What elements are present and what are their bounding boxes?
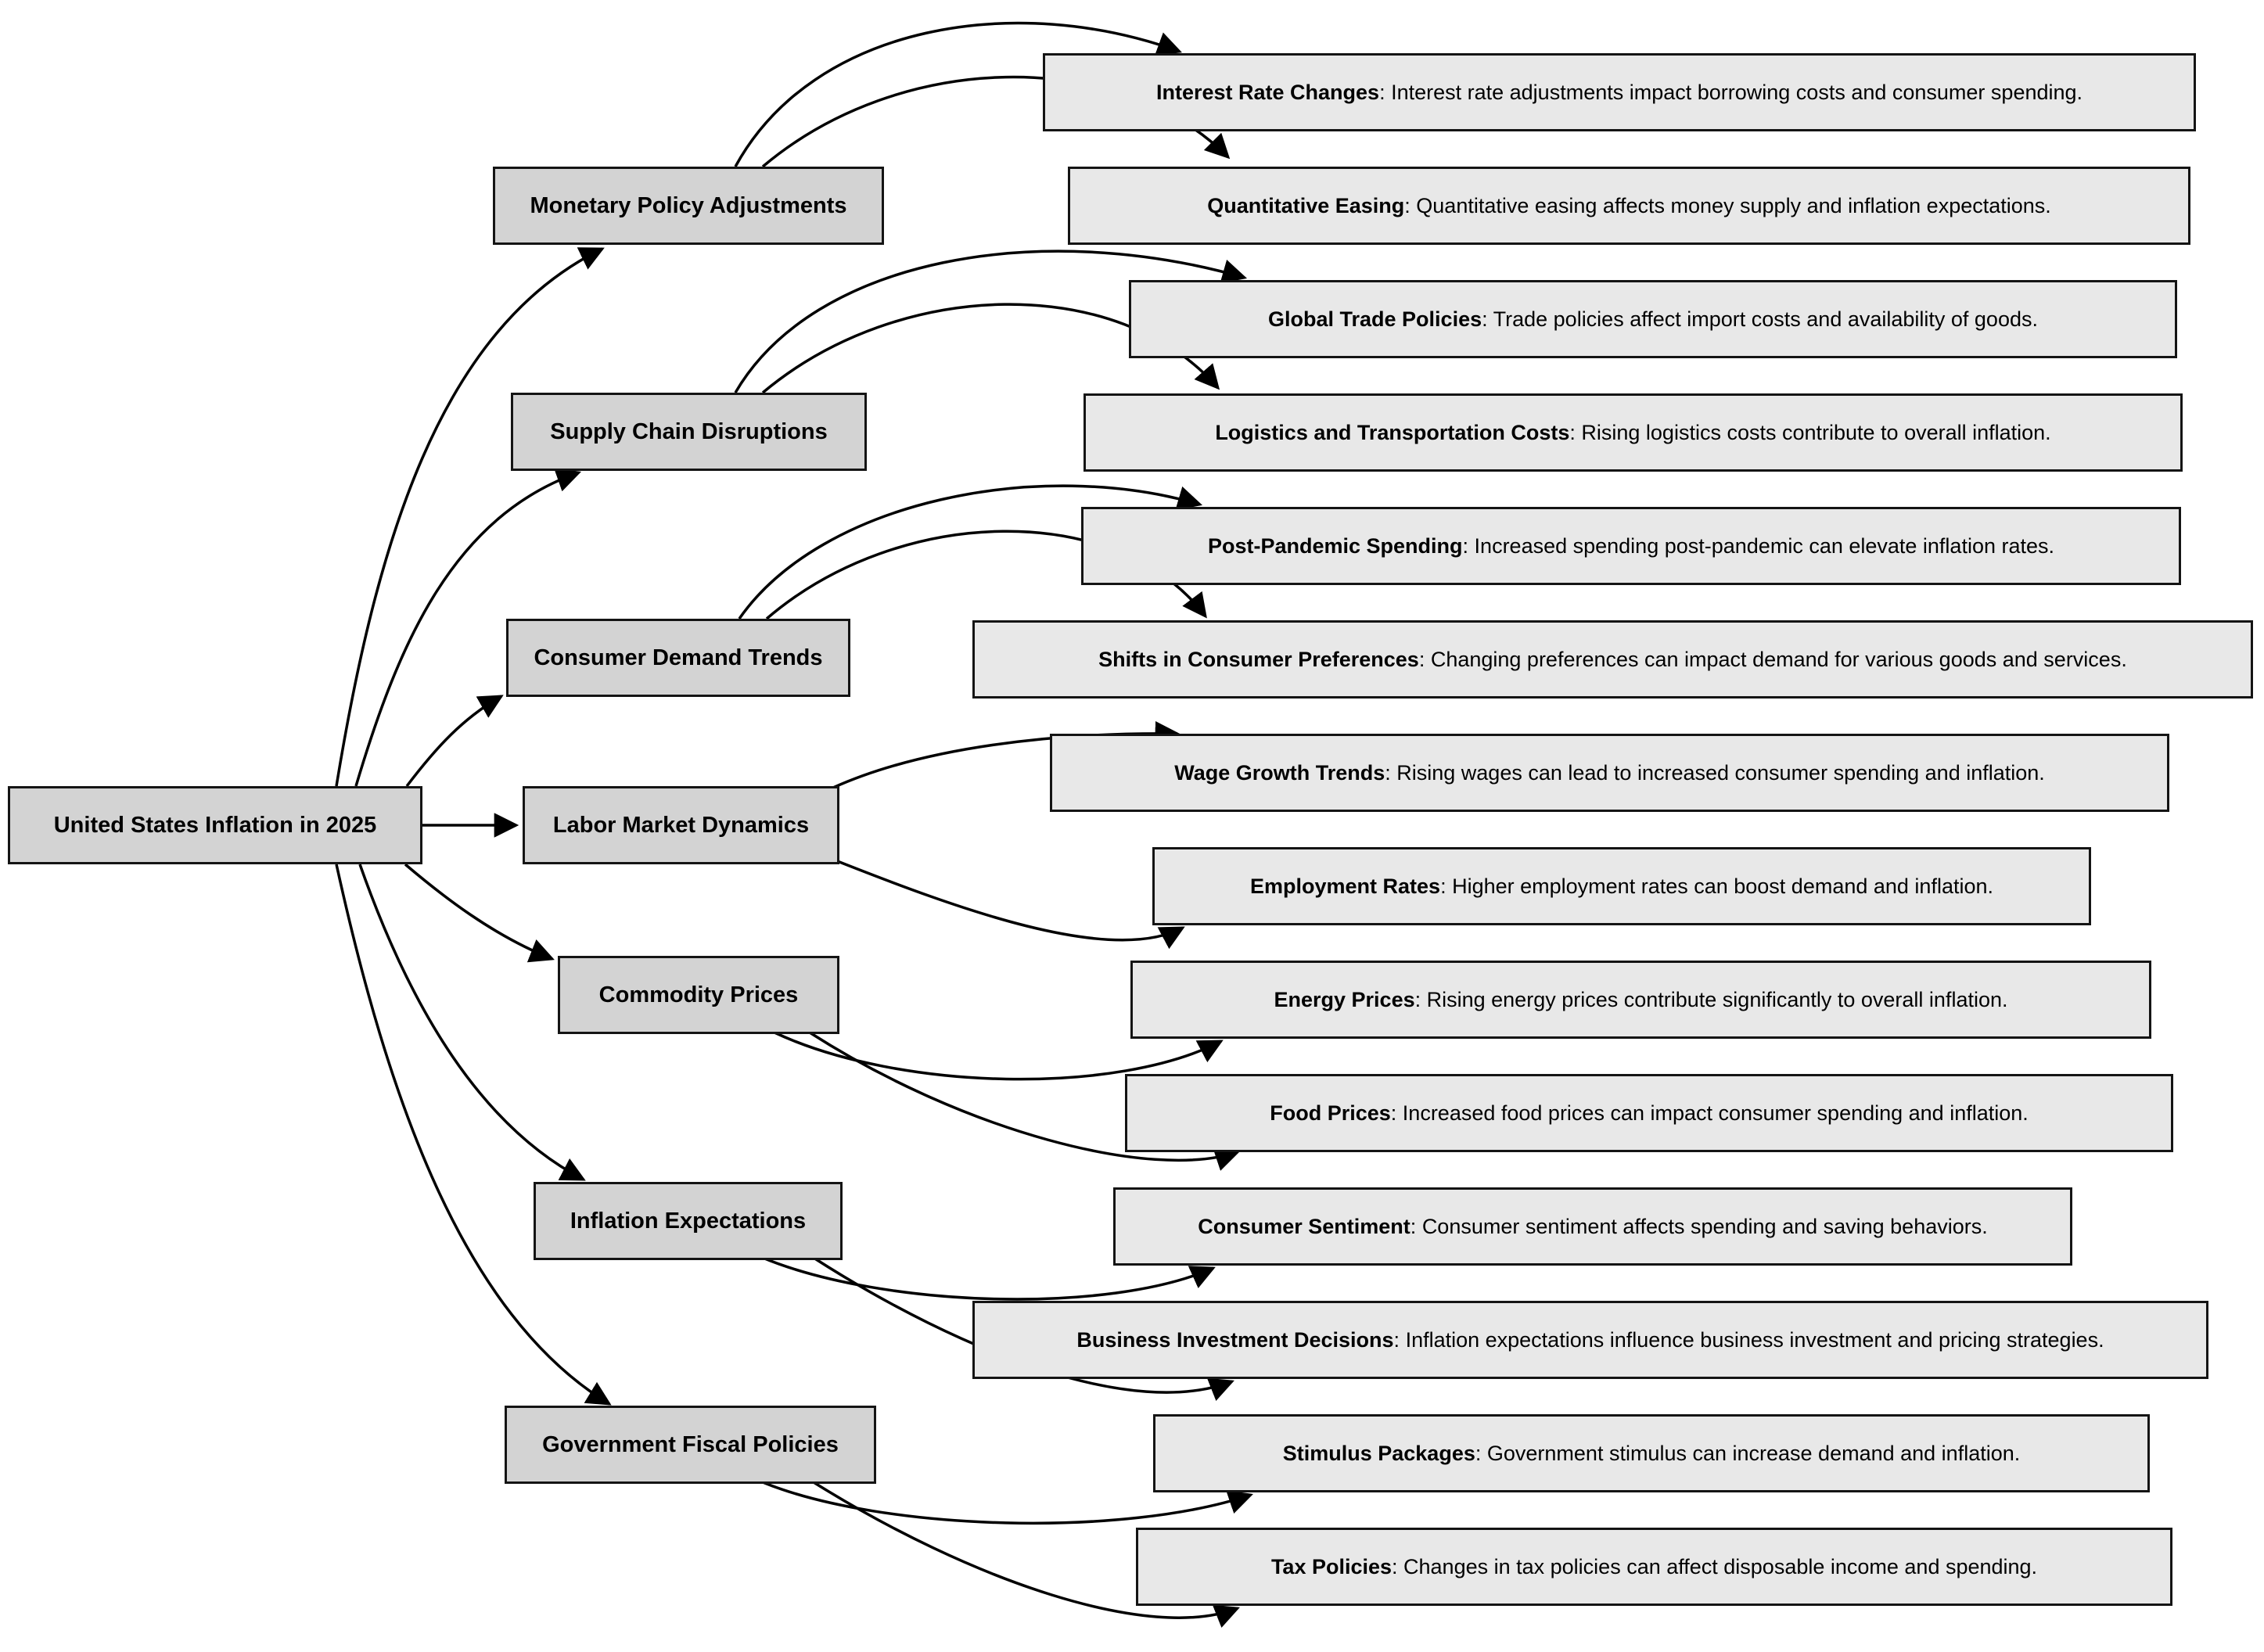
leaf-title: Interest Rate Changes (1155, 80, 1380, 104)
leaf-desc: Quantitative easing affects money supply… (1416, 193, 2051, 217)
edge-consumer-demand-to-post-pandemic (738, 484, 1203, 620)
category-label: Labor Market Dynamics (552, 812, 810, 838)
category-label: Consumer Demand Trends (534, 645, 823, 670)
node-labor-market-dynamics: Labor Market Dynamics (523, 786, 839, 864)
node-employment-rates: Employment Rates: Higher employment rate… (1152, 847, 2091, 925)
leaf-separator: : (1392, 1554, 1404, 1578)
edge-labor-to-employment (835, 859, 1185, 950)
leaf-separator: : (1440, 874, 1453, 898)
leaf-title: Wage Growth Trends (1174, 760, 1385, 785)
root-label: United States Inflation in 2025 (53, 812, 377, 838)
node-business-investment-decisions: Business Investment Decisions: Inflation… (972, 1301, 2208, 1379)
edge-commodity-to-energy (774, 1031, 1224, 1081)
leaf-title: Post-Pandemic Spending (1207, 533, 1463, 558)
node-root: United States Inflation in 2025 (8, 786, 422, 864)
leaf-separator: : (1569, 420, 1582, 444)
leaf-title: Energy Prices (1274, 987, 1415, 1011)
leaf-title: Quantitative Easing (1207, 193, 1405, 217)
node-tax-policies: Tax Policies: Changes in tax policies ca… (1136, 1528, 2172, 1606)
edge-root-to-commodity (404, 863, 555, 963)
category-label: Monetary Policy Adjustments (530, 192, 847, 218)
leaf-separator: : (1379, 80, 1392, 104)
leaf-separator: : (1410, 1214, 1422, 1238)
leaf-separator: : (1414, 987, 1427, 1011)
category-label: Government Fiscal Policies (542, 1431, 839, 1457)
node-supply-chain-disruptions: Supply Chain Disruptions (511, 393, 867, 471)
leaf-separator: : (1385, 760, 1397, 785)
node-government-fiscal-policies: Government Fiscal Policies (505, 1406, 876, 1484)
leaf-desc: Inflation expectations influence busines… (1405, 1327, 2104, 1352)
leaf-desc: Changing preferences can impact demand f… (1430, 647, 2127, 671)
leaf-desc: Government stimulus can increase demand … (1486, 1441, 2021, 1465)
edge-root-to-supply (354, 468, 581, 787)
leaf-title: Tax Policies (1270, 1554, 1393, 1578)
node-commodity-prices: Commodity Prices (558, 956, 839, 1034)
leaf-separator: : (1482, 307, 1493, 331)
edge-expectations-to-sentiment (762, 1256, 1216, 1301)
category-label: Inflation Expectations (570, 1208, 807, 1234)
category-label: Commodity Prices (598, 982, 799, 1007)
node-global-trade-policies: Global Trade Policies: Trade policies af… (1129, 280, 2177, 358)
node-stimulus-packages: Stimulus Packages: Government stimulus c… (1153, 1414, 2150, 1492)
node-consumer-sentiment: Consumer Sentiment: Consumer sentiment a… (1113, 1187, 2072, 1266)
node-quantitative-easing: Quantitative Easing: Quantitative easing… (1068, 167, 2190, 245)
leaf-desc: Rising logistics costs contribute to ove… (1581, 420, 2051, 444)
leaf-separator: : (1418, 647, 1431, 671)
leaf-desc: Higher employment rates can boost demand… (1452, 874, 1993, 898)
leaf-separator: : (1475, 1441, 1487, 1465)
leaf-separator: : (1404, 193, 1417, 217)
leaf-desc: Increased food prices can impact consume… (1402, 1101, 2029, 1125)
edge-government-to-tax (813, 1481, 1240, 1628)
leaf-separator: : (1390, 1101, 1403, 1125)
node-shifts-consumer-preferences: Shifts in Consumer Preferences: Changing… (972, 620, 2253, 699)
leaf-title: Business Investment Decisions (1076, 1327, 1394, 1352)
node-interest-rate-changes: Interest Rate Changes: Interest rate adj… (1043, 53, 2196, 131)
node-wage-growth-trends: Wage Growth Trends: Rising wages can lea… (1050, 734, 2169, 812)
leaf-separator: : (1462, 533, 1475, 558)
node-logistics-transportation-costs: Logistics and Transportation Costs: Risi… (1083, 393, 2183, 472)
edge-root-to-government (335, 864, 612, 1406)
edge-monetary-to-interest-rates (734, 21, 1182, 167)
leaf-title: Global Trade Policies (1268, 307, 1482, 331)
leaf-separator: : (1393, 1327, 1406, 1352)
leaf-title: Logistics and Transportation Costs (1215, 420, 1570, 444)
leaf-title: Food Prices (1270, 1101, 1391, 1125)
node-monetary-policy-adjustments: Monetary Policy Adjustments (493, 167, 884, 245)
edge-government-to-stimulus (762, 1481, 1253, 1525)
leaf-desc: Trade policies affect import costs and a… (1493, 307, 2038, 331)
leaf-desc: Interest rate adjustments impact borrowi… (1391, 80, 2083, 104)
leaf-title: Employment Rates (1250, 874, 1441, 898)
category-label: Supply Chain Disruptions (550, 418, 828, 444)
edge-supply-to-trade-policies (734, 250, 1248, 393)
edge-root-to-consumer-demand (405, 695, 504, 788)
leaf-title: Stimulus Packages (1282, 1441, 1475, 1465)
node-food-prices: Food Prices: Increased food prices can i… (1125, 1074, 2173, 1152)
edge-root-to-monetary (335, 247, 605, 787)
node-consumer-demand-trends: Consumer Demand Trends (506, 619, 850, 697)
leaf-desc: Increased spending post-pandemic can ele… (1474, 533, 2055, 558)
leaf-desc: Changes in tax policies can affect dispo… (1403, 1554, 2038, 1578)
leaf-title: Consumer Sentiment (1198, 1214, 1411, 1238)
node-energy-prices: Energy Prices: Rising energy prices cont… (1130, 961, 2151, 1039)
leaf-desc: Rising wages can lead to increased consu… (1396, 760, 2045, 785)
leaf-title: Shifts in Consumer Preferences (1098, 647, 1419, 671)
edge-root-to-inflation-expectations (358, 864, 586, 1181)
node-post-pandemic-spending: Post-Pandemic Spending: Increased spendi… (1081, 507, 2181, 585)
node-inflation-expectations: Inflation Expectations (534, 1182, 843, 1260)
edge-commodity-to-food (809, 1031, 1240, 1171)
leaf-desc: Rising energy prices contribute signific… (1426, 987, 2008, 1011)
leaf-desc: Consumer sentiment affects spending and … (1421, 1214, 1988, 1238)
